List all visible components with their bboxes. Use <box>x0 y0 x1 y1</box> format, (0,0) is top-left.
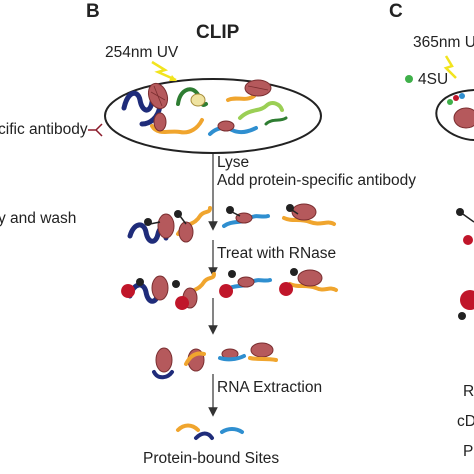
panel-b-letter: B <box>86 1 100 22</box>
panel-c-cut-text-3: P <box>463 443 474 460</box>
cell-ellipse <box>104 78 322 154</box>
rnase-treated-complexes <box>121 268 338 310</box>
step-lyse: Lyse <box>217 154 250 171</box>
4su-label: 4SU <box>418 71 449 88</box>
antibody-bound-complexes <box>127 203 336 244</box>
panel-a-antibody-text: cific antibody <box>0 121 88 138</box>
result-protein-bound-sites: Protein-bound Sites <box>143 450 280 467</box>
uv-254-label: 254nm UV <box>105 44 179 61</box>
panel-b-title: CLIP <box>196 22 240 43</box>
uv-365-label: 365nm U <box>413 34 474 51</box>
panel-c-letter: C <box>389 1 403 22</box>
extracted-rna-fragments <box>176 423 244 440</box>
panel-c-cut-text-2: cD <box>457 413 474 430</box>
lightning-bolt-icon <box>151 60 177 82</box>
panel-c-cut-text-1: R <box>463 383 474 400</box>
trimmed-complexes <box>152 342 278 380</box>
panel-a-wash-text: y and wash <box>0 210 77 227</box>
cell-contents <box>121 79 288 136</box>
step-add-antibody: Add protein-specific antibody <box>217 172 417 189</box>
panel-c-partial <box>405 55 474 320</box>
step-rna-extraction: RNA Extraction <box>217 379 323 396</box>
step-treat-rnase: Treat with RNase <box>217 245 337 262</box>
panel-a-partial <box>88 123 103 137</box>
